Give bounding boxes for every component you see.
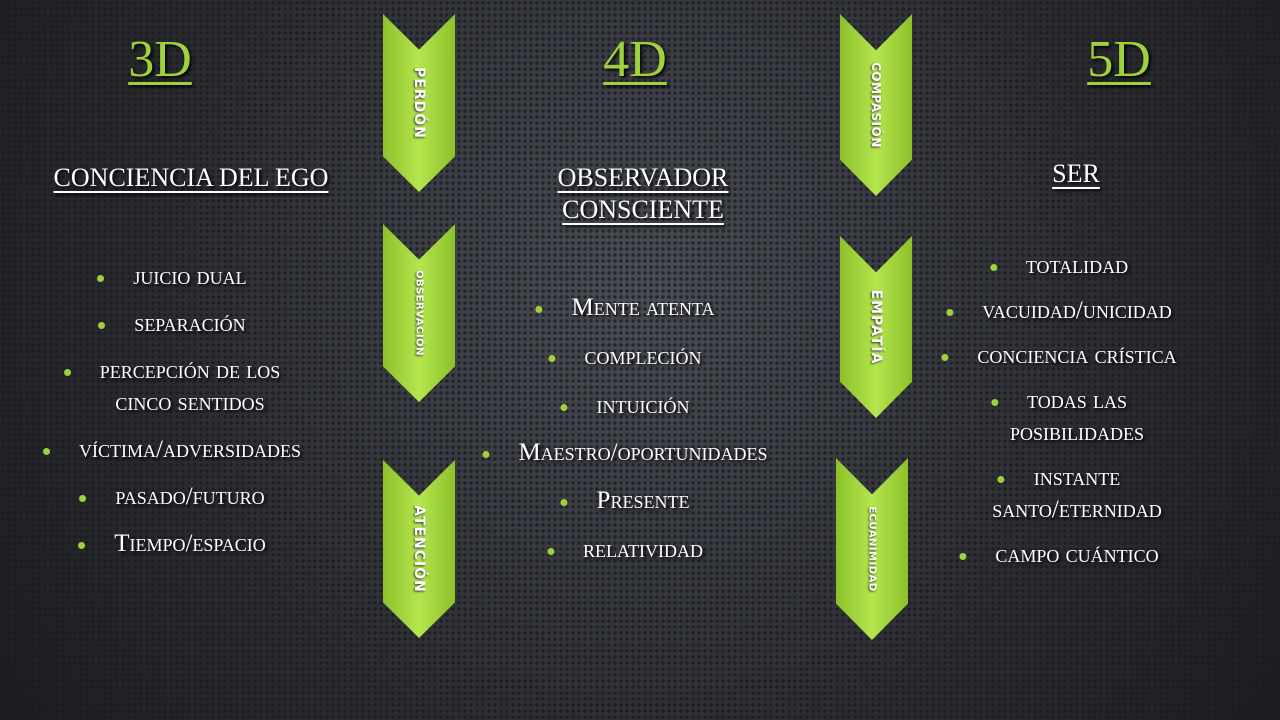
list-item: relatividad <box>518 534 767 566</box>
list-3d: juicio dual separación percepción de los… <box>43 261 301 560</box>
list-item: pasado/futuro <box>79 481 301 513</box>
chevron-label: OBSERVACIÓN <box>413 269 425 357</box>
chevron-label: ECUANIMIDAD <box>866 506 878 592</box>
bullet-icon <box>547 548 555 555</box>
item-text: separación <box>98 310 246 337</box>
item-text: relatividad <box>547 536 703 563</box>
chevron-label: ATENCIÓN <box>411 505 427 593</box>
bullet-icon <box>560 499 568 506</box>
subtitle-5d: SER <box>1052 159 1100 188</box>
item-text: cinco sentidos <box>115 389 265 416</box>
title-4d: 4D <box>603 31 667 88</box>
list-item: compleción <box>518 341 767 373</box>
bullet-icon <box>991 399 999 406</box>
bullet-icon <box>548 355 556 362</box>
subtitle-4d-line1: OBSERVADOR <box>557 163 729 192</box>
list-item: Tiempo/espacio <box>78 528 301 560</box>
list-item: juicio dual <box>79 261 301 293</box>
chevron-label: EMPATÍA <box>868 289 884 365</box>
subtitle-3d: CONCIENCIA DEL EGO <box>53 163 329 192</box>
item-text: víctima/adversidades <box>43 436 301 463</box>
list-item: vacuidad/unicidad <box>946 295 1176 327</box>
item-text: juicio dual <box>97 263 247 290</box>
item-text: Tiempo/espacio <box>78 530 266 557</box>
list-item: separación <box>79 308 301 340</box>
list-item: Presente <box>518 485 767 517</box>
item-text: vacuidad/unicidad <box>946 297 1172 324</box>
bullet-icon <box>97 275 105 282</box>
title-5d: 5D <box>1087 31 1151 88</box>
item-text: posibilidades <box>1009 419 1145 446</box>
item-text: totalidad <box>989 252 1128 279</box>
list-item-continuation: cinco sentidos <box>79 387 301 419</box>
item-text: percepción de los <box>63 357 280 384</box>
bullet-icon <box>79 495 87 502</box>
title-3d: 3D <box>128 31 192 88</box>
item-text: Maestro/oportunidades <box>482 439 768 466</box>
item-text: campo cuántico <box>959 541 1159 568</box>
list-item: todas las <box>977 385 1176 417</box>
list-item: víctima/adversidades <box>43 434 301 466</box>
item-text: pasado/futuro <box>79 483 265 510</box>
item-text: Mente atenta <box>535 294 715 321</box>
chevron-label: PERDÓN <box>411 67 427 139</box>
list-item: campo cuántico <box>959 539 1176 571</box>
list-item-continuation: santo/eternidad <box>977 494 1176 526</box>
list-item: instante <box>977 462 1176 494</box>
list-item: Maestro/oportunidades <box>482 437 768 469</box>
item-text: santo/eternidad <box>992 496 1162 523</box>
bullet-icon <box>535 306 543 313</box>
list-item: Mente atenta <box>518 292 767 324</box>
item-text: intuición <box>560 392 689 419</box>
list-item-continuation: posibilidades <box>977 417 1176 449</box>
bullet-icon <box>946 309 954 316</box>
bullet-icon <box>78 542 86 549</box>
item-text: instante <box>997 464 1120 491</box>
chevron-label: COMPASIÓN <box>869 62 883 148</box>
subtitle-4d: OBSERVADOR CONSCIENTE <box>558 162 729 226</box>
list-item: intuición <box>518 390 767 422</box>
list-item: conciencia crística <box>941 340 1177 372</box>
bullet-icon <box>63 369 71 376</box>
bullet-icon <box>959 553 967 560</box>
bullet-icon <box>43 448 51 455</box>
bullet-icon <box>989 264 997 271</box>
list-item: totalidad <box>977 250 1176 282</box>
bullet-icon <box>98 322 106 329</box>
item-text: Presente <box>560 487 689 514</box>
bullet-icon <box>997 476 1005 483</box>
item-text: todas las <box>991 387 1127 414</box>
bullet-icon <box>941 354 949 361</box>
list-4d: Mente atenta compleción intuición Maestr… <box>482 292 768 566</box>
subtitle-4d-line2: CONSCIENTE <box>562 195 724 224</box>
list-5d: totalidad vacuidad/unicidad conciencia c… <box>941 250 1177 571</box>
item-text: conciencia crística <box>941 342 1177 369</box>
item-text: compleción <box>548 343 702 370</box>
bullet-icon <box>560 404 568 411</box>
bullet-icon <box>482 451 490 458</box>
list-item: percepción de los <box>63 355 301 387</box>
